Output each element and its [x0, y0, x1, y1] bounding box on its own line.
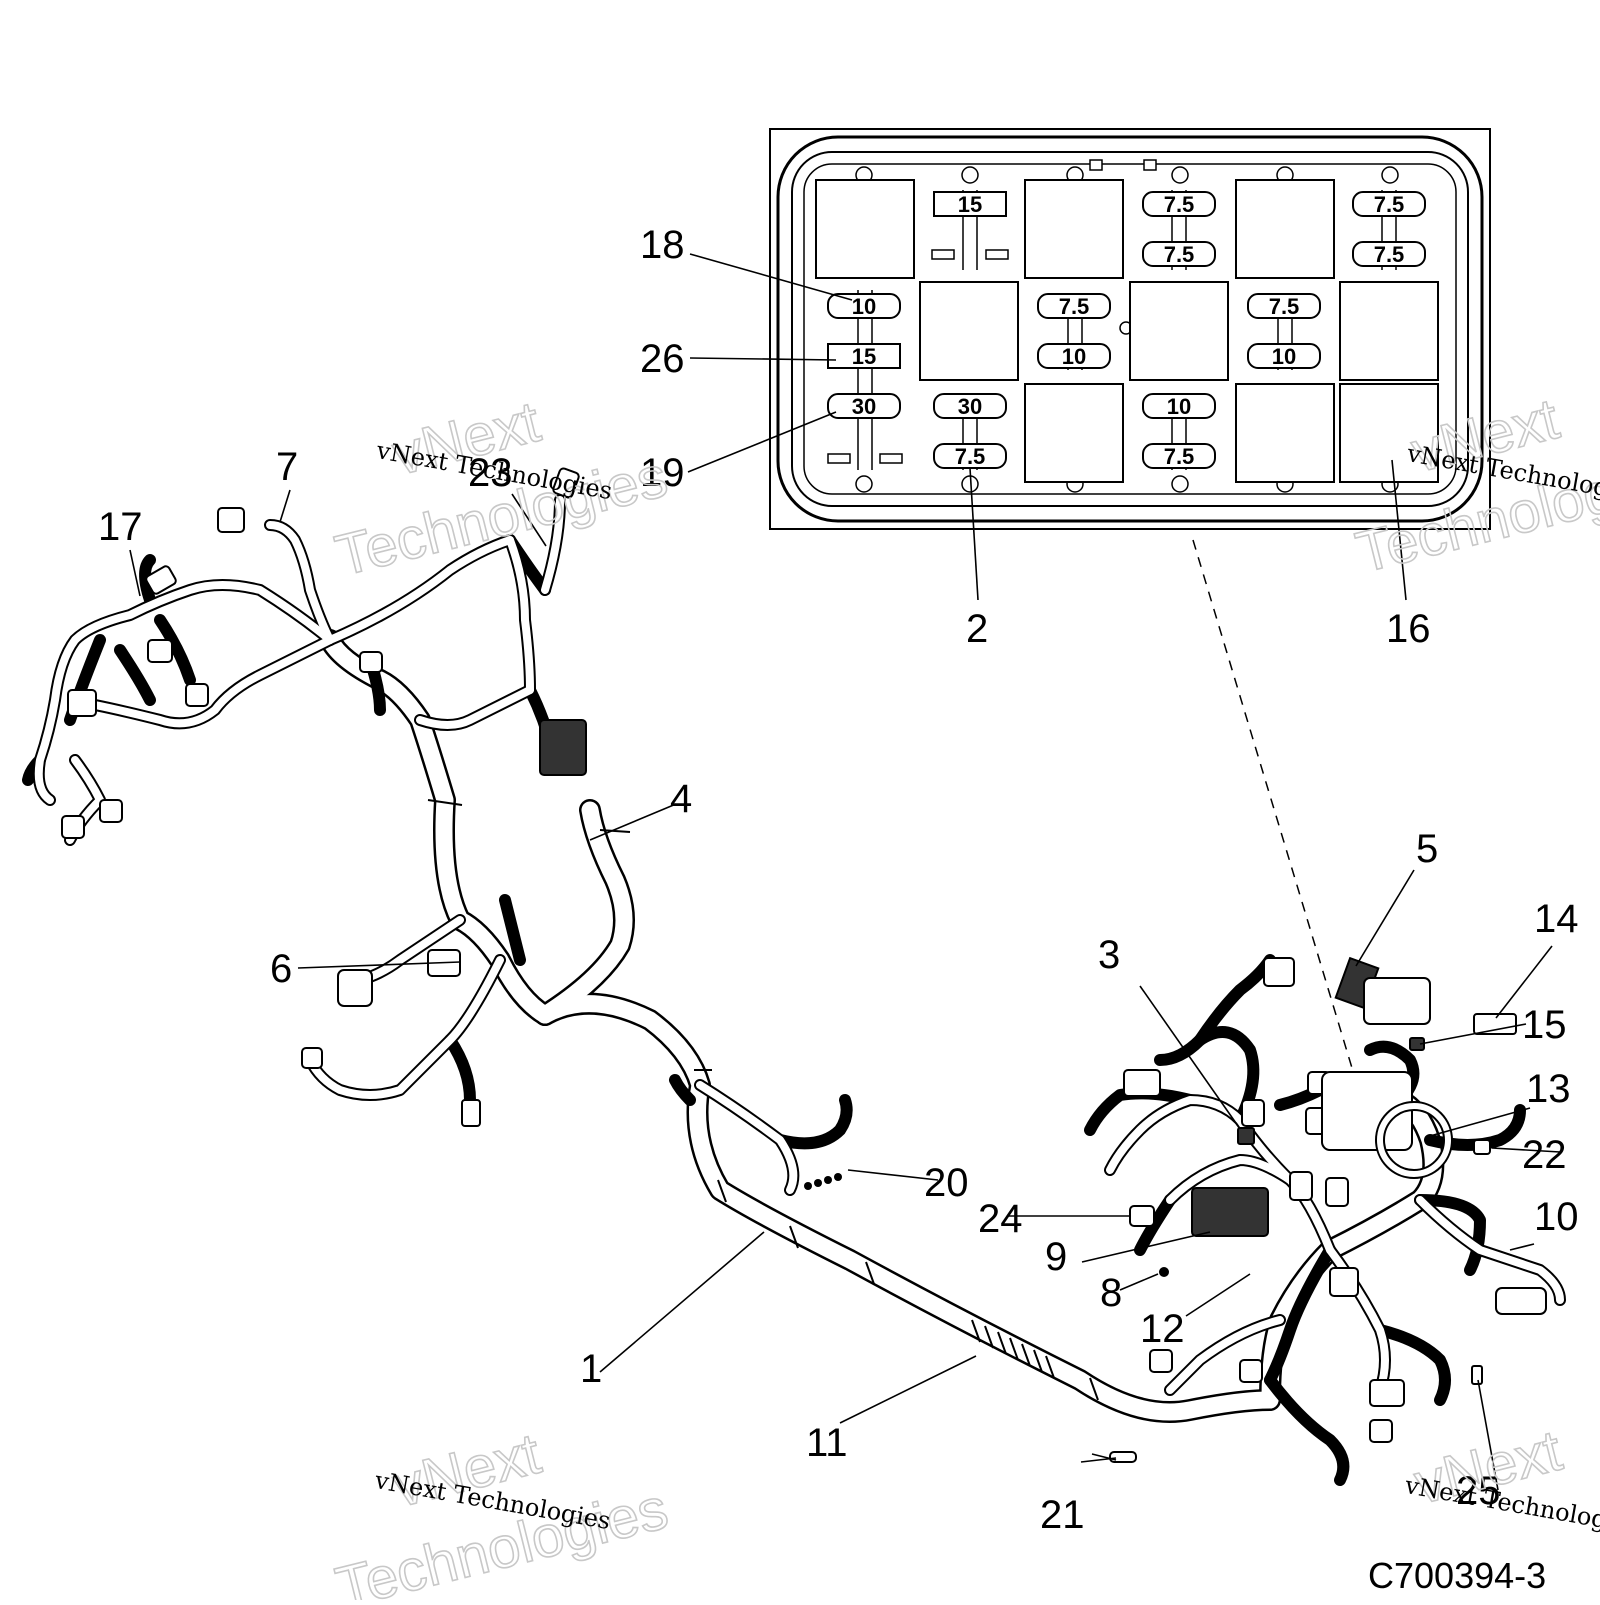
fuse-list: 15 7.5 7.5 7.5 7.5 10 7.5 7.5 15 10 10 3… — [827, 191, 1426, 469]
svg-text:15: 15 — [958, 192, 982, 217]
fuse: 15 — [827, 343, 901, 369]
fuse: 7.5 — [1352, 191, 1426, 217]
callout-7: 7 — [276, 445, 298, 489]
svg-text:7.5: 7.5 — [1059, 294, 1090, 319]
callout-6: 6 — [270, 947, 292, 991]
fuse: 7.5 — [1352, 241, 1426, 267]
fuse: 7.5 — [1142, 191, 1216, 217]
fuse: 7.5 — [1247, 293, 1321, 319]
svg-text:7.5: 7.5 — [1164, 242, 1195, 267]
callout-9: 9 — [1045, 1235, 1067, 1279]
svg-text:7.5: 7.5 — [1374, 242, 1405, 267]
callout-5: 5 — [1416, 827, 1438, 871]
callout-13: 13 — [1526, 1067, 1571, 1111]
leader-lines — [129, 253, 1561, 1491]
fuse: 7.5 — [933, 443, 1007, 469]
callout-12: 12 — [1140, 1307, 1185, 1351]
callout-24: 24 — [978, 1197, 1023, 1241]
callout-10: 10 — [1534, 1195, 1579, 1239]
svg-text:10: 10 — [852, 294, 876, 319]
svg-text:10: 10 — [1272, 344, 1296, 369]
callout-19: 19 — [640, 451, 685, 495]
fuse: 30 — [827, 393, 901, 419]
svg-text:7.5: 7.5 — [1164, 444, 1195, 469]
svg-text:7.5: 7.5 — [955, 444, 986, 469]
callout-2: 2 — [966, 607, 988, 651]
callout-26: 26 — [640, 337, 685, 381]
fuse: 30 — [933, 393, 1007, 419]
fuse: 10 — [1037, 343, 1111, 369]
fuse: 10 — [1142, 393, 1216, 419]
callout-15: 15 — [1522, 1003, 1567, 1047]
fuse-box-detail: 15 7.5 7.5 7.5 7.5 10 7.5 7.5 15 10 10 3… — [769, 128, 1491, 530]
fuse: 7.5 — [1037, 293, 1111, 319]
callout-8: 8 — [1100, 1271, 1122, 1315]
callout-16: 16 — [1386, 607, 1431, 651]
callout-17: 17 — [98, 505, 143, 549]
callout-18: 18 — [640, 223, 685, 267]
svg-text:7.5: 7.5 — [1269, 294, 1300, 319]
fuse: 15 — [933, 191, 1007, 217]
callout-25: 25 — [1456, 1469, 1501, 1513]
fuse: 7.5 — [1142, 241, 1216, 267]
callout-21: 21 — [1040, 1493, 1085, 1537]
svg-text:15: 15 — [852, 344, 876, 369]
fuse: 7.5 — [1142, 443, 1216, 469]
callout-11: 11 — [806, 1421, 848, 1465]
callout-23: 23 — [468, 451, 513, 495]
callout-1: 1 — [580, 1347, 602, 1391]
callout-20: 20 — [924, 1161, 969, 1205]
svg-text:30: 30 — [852, 394, 876, 419]
fuse: 10 — [1247, 343, 1321, 369]
svg-text:30: 30 — [958, 394, 982, 419]
fuse: 10 — [827, 293, 901, 319]
svg-text:7.5: 7.5 — [1164, 192, 1195, 217]
callout-14: 14 — [1534, 897, 1579, 941]
svg-text:7.5: 7.5 — [1374, 192, 1405, 217]
callout-22: 22 — [1522, 1133, 1567, 1177]
callout-4: 4 — [670, 777, 692, 821]
svg-text:10: 10 — [1062, 344, 1086, 369]
svg-text:10: 10 — [1167, 394, 1191, 419]
callout-3: 3 — [1098, 933, 1120, 977]
main-harness — [22, 467, 1566, 1486]
drawing-code: C700394-3 — [1368, 1555, 1546, 1596]
callout-labels: 1 2 3 4 5 6 7 8 9 10 11 12 13 14 15 16 1… — [98, 223, 1579, 1537]
